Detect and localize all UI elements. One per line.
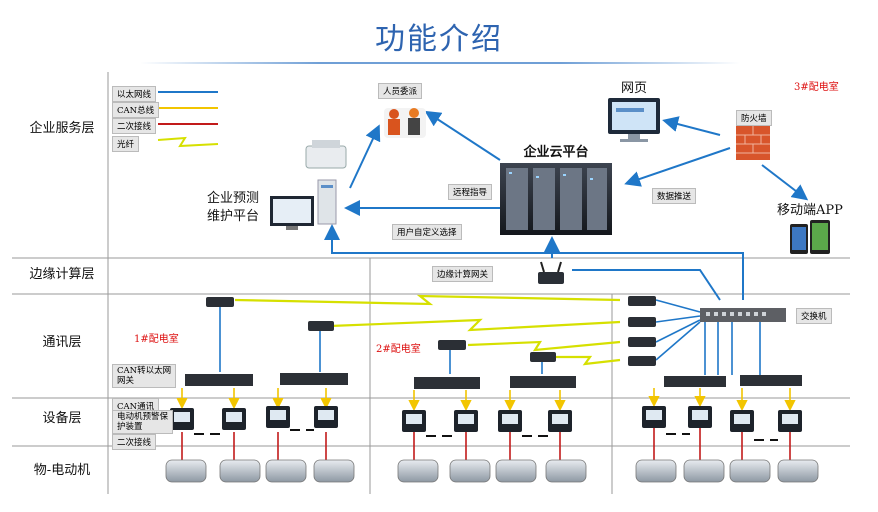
custom-select-label: 用户自定义选择 [392, 224, 462, 240]
legend-lines [157, 91, 219, 148]
workstation-icon [270, 140, 347, 230]
data-push-label: 数据推送 [652, 188, 697, 204]
can-links [176, 388, 796, 412]
can-ethernet-gateways [185, 373, 802, 389]
page-title: 功能介绍 [375, 22, 503, 57]
main-switch-icon [700, 308, 786, 322]
cloud-platform-label: 企业云平台 [523, 145, 589, 160]
service-arrows [324, 110, 809, 301]
can-eth-gateway-label: CAN转以太网 网关 [112, 364, 177, 388]
switch-label: 交换机 [796, 308, 832, 324]
media-converters [206, 296, 656, 366]
predict-platform-label: 企业预测 维护平台 [206, 191, 259, 224]
firewall-icon [736, 126, 770, 160]
legend-fiber: 光纤 [112, 136, 140, 152]
legend-secondary: 二次接线 [112, 118, 157, 134]
mobile-app-icon [790, 220, 830, 254]
room3-label: 3#配电室 [794, 82, 839, 93]
room1-label: 1#配电室 [134, 334, 179, 345]
title-divider [140, 62, 740, 64]
secondary-wiring-label: 二次接线 [112, 434, 157, 450]
webpage-label: 网页 [620, 81, 647, 96]
firewall-label: 防火墙 [736, 110, 772, 126]
personnel-label: 人员委派 [378, 83, 423, 99]
edge-gateway-label: 边缘计算网关 [432, 266, 494, 282]
layer-label-edge: 边缘计算层 [29, 267, 95, 282]
device-dashes [194, 429, 778, 441]
webpage-monitor-icon [608, 98, 660, 142]
layer-label-motor: 物-电动机 [33, 463, 91, 478]
room2-label: 2#配电室 [376, 344, 421, 355]
cloud-server-rack-icon [500, 163, 612, 235]
layer-label-service: 企业服务层 [29, 121, 95, 136]
secondary-wiring [181, 428, 791, 460]
comm-ethernet [219, 299, 761, 375]
motor-icons [165, 459, 819, 483]
personnel-icon [384, 108, 426, 138]
remote-guidance-label: 远程指导 [448, 184, 493, 200]
protector-devices [170, 406, 802, 432]
layer-label-comm: 通讯层 [42, 335, 82, 350]
protector-label: 电动机预警保 护装置 [112, 410, 174, 434]
mobile-app-label: 移动端APP [777, 203, 843, 218]
legend-ethernet: 以太网线 [112, 86, 157, 102]
fiber-links [234, 294, 621, 366]
edge-gateway-icon [538, 261, 564, 284]
legend-can: CAN总线 [112, 102, 160, 118]
layer-label-device: 设备层 [42, 411, 82, 426]
